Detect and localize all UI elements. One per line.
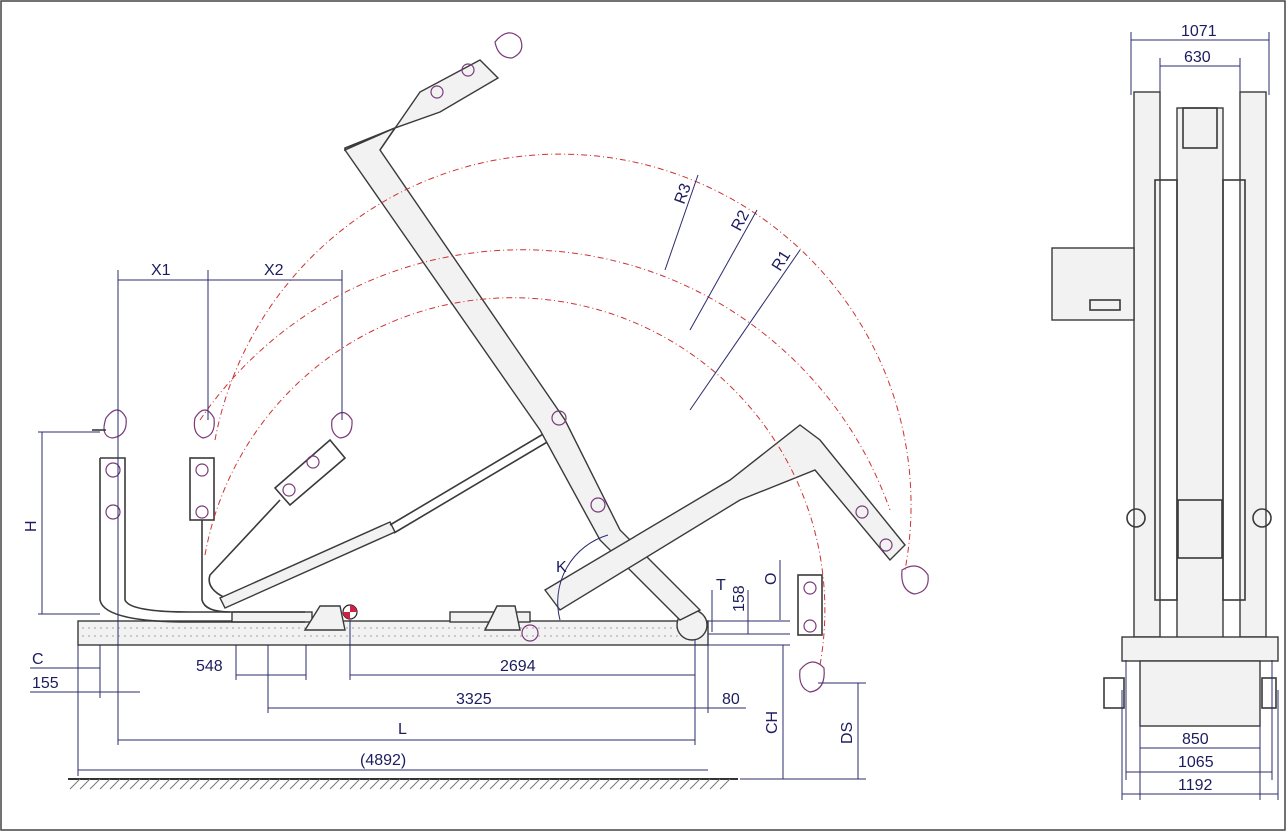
dim-155: 155 bbox=[32, 675, 59, 692]
dim-80: 80 bbox=[722, 691, 740, 708]
x1-pin-lower-icon bbox=[195, 505, 209, 519]
label-k: K bbox=[556, 559, 567, 576]
label-r2: R2 bbox=[729, 208, 754, 234]
dim-2694: 2694 bbox=[500, 658, 536, 675]
r2-leader bbox=[689, 209, 758, 331]
cog-quadrant-b bbox=[343, 612, 350, 619]
ground-pin-b-icon bbox=[803, 619, 817, 633]
hook-arm-tipped bbox=[543, 424, 906, 611]
x2-pin-lower-icon bbox=[282, 483, 296, 497]
ground-hatching bbox=[69, 778, 731, 790]
dim-630: 630 bbox=[1184, 49, 1211, 66]
dim-158: 158 bbox=[731, 585, 748, 612]
r1-leader bbox=[689, 249, 801, 411]
hook-arm-lowered-inner bbox=[99, 458, 305, 623]
left-nut-icon bbox=[1126, 508, 1146, 528]
rear-underrun bbox=[1139, 660, 1261, 727]
top-hook-block bbox=[1182, 107, 1218, 149]
angle-k-arc bbox=[557, 534, 609, 621]
hook-arm-ground bbox=[797, 574, 823, 636]
label-o: O bbox=[763, 573, 780, 585]
hook-head-tipped bbox=[901, 565, 929, 595]
tipped-pin-b-icon bbox=[879, 538, 893, 552]
reach-arc-r3 bbox=[199, 249, 891, 511]
dim-548: 548 bbox=[196, 658, 223, 675]
label-ds: DS bbox=[839, 722, 856, 744]
left-rail bbox=[1133, 91, 1161, 638]
center-beam bbox=[1176, 107, 1224, 639]
right-cylinder bbox=[1222, 179, 1246, 601]
hook-head-ground bbox=[799, 661, 825, 693]
reach-arc-r1 bbox=[204, 297, 826, 666]
hydraulic-cylinder bbox=[219, 521, 396, 609]
cylinder-rod-edge bbox=[393, 437, 555, 534]
front-bracket bbox=[303, 605, 346, 631]
dim-1065: 1065 bbox=[1178, 754, 1214, 771]
raised-pin-b-icon bbox=[461, 63, 475, 77]
left-light bbox=[1103, 677, 1125, 709]
pivot-pin-icon bbox=[521, 624, 539, 642]
x2-pin-upper-icon bbox=[306, 455, 320, 469]
reach-arc-r2 bbox=[214, 153, 912, 571]
label-t: T bbox=[716, 577, 726, 594]
raised-pivot-pin-icon bbox=[551, 410, 567, 426]
dim-4892: (4892) bbox=[360, 752, 406, 769]
hook-head-x1 bbox=[193, 409, 215, 439]
right-light bbox=[1261, 677, 1277, 709]
right-nut-icon bbox=[1252, 508, 1272, 528]
hook-arm-x1 bbox=[189, 457, 215, 521]
front-view: 1071 630 850 1065 11 bbox=[1051, 23, 1279, 800]
tipped-pin-a-icon bbox=[855, 505, 869, 519]
cylinder-rod bbox=[389, 429, 551, 526]
label-c: C bbox=[32, 651, 44, 668]
label-l: L bbox=[398, 721, 407, 738]
hook-arm-lowered bbox=[100, 457, 305, 613]
hook-arm-raised-top bbox=[379, 59, 500, 151]
subframe-perforations bbox=[82, 627, 700, 637]
rear-roller-block bbox=[231, 611, 313, 623]
label-h: H bbox=[23, 520, 40, 532]
label-x1: X1 bbox=[151, 262, 171, 279]
label-r1: R1 bbox=[769, 248, 794, 274]
dim-1192: 1192 bbox=[1178, 777, 1213, 794]
dim-1071: 1071 bbox=[1181, 23, 1217, 40]
dim-850: 850 bbox=[1182, 731, 1209, 748]
hook-head-lowered bbox=[103, 409, 127, 439]
side-view: R3 R2 R1 K X1 X2 H C 155 548 2694 bbox=[23, 32, 929, 790]
raised-lower-pin-icon bbox=[590, 497, 606, 513]
r3-leader bbox=[664, 174, 699, 271]
center-plate bbox=[1177, 499, 1223, 559]
raised-pin-a-icon bbox=[430, 85, 444, 99]
base-crossmember bbox=[1121, 636, 1279, 662]
x1-pin-upper-icon bbox=[195, 463, 209, 477]
control-connector bbox=[1089, 299, 1121, 311]
label-x2: X2 bbox=[264, 262, 284, 279]
ground-pin-a-icon bbox=[803, 581, 817, 595]
cog-quadrant-a bbox=[350, 605, 357, 612]
dim-3325: 3325 bbox=[456, 691, 492, 708]
right-rail bbox=[1239, 91, 1267, 638]
rear-bracket bbox=[483, 605, 521, 631]
left-cylinder bbox=[1154, 179, 1178, 601]
subframe bbox=[77, 620, 709, 646]
label-ch: CH bbox=[764, 711, 781, 734]
arm-pin-lower-icon bbox=[105, 504, 121, 520]
arm-pin-upper-icon bbox=[105, 462, 121, 478]
x1-arm-lower bbox=[201, 520, 231, 613]
label-r3: R3 bbox=[672, 181, 695, 206]
hook-head-raised bbox=[494, 32, 523, 59]
